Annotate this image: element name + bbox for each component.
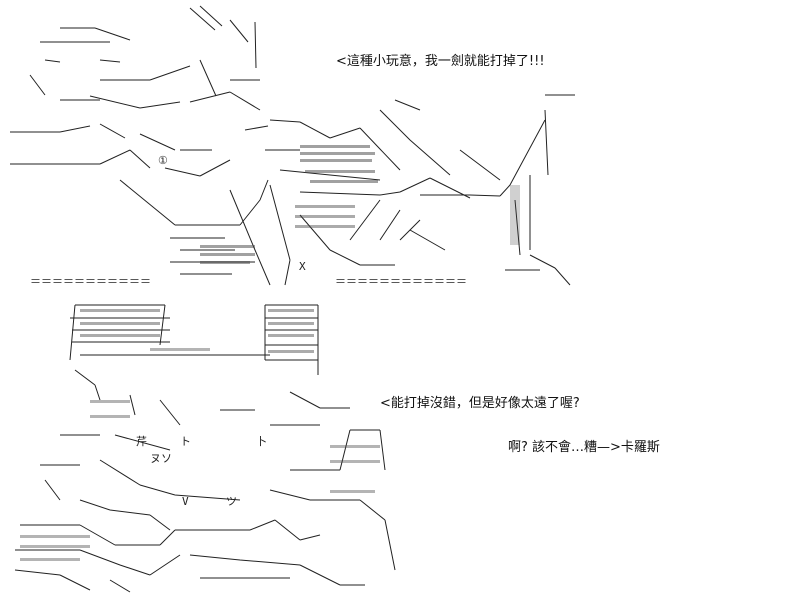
upper-creature (10, 5, 575, 286)
glyph-to: ト (180, 435, 191, 448)
glyph-celery: 芹 (136, 435, 147, 448)
dash-row-right: ＝＝＝＝＝＝＝＝＝＝＝＝ (335, 275, 467, 288)
dialogue-line-3: 啊? 該不會…糟—>卡羅斯 (508, 440, 660, 455)
hatching-regions (200, 145, 520, 264)
lower-character (14, 304, 396, 593)
glyph-nuso: ヌソ (150, 452, 172, 465)
dash-row-left: ＝＝＝＝＝＝＝＝＝＝＝ (30, 275, 151, 288)
glyph-v: V (182, 495, 189, 508)
glyph-circled-one: ① (158, 154, 168, 167)
glyph-bu: 卜 (256, 435, 267, 448)
dialogue-line-2: <能打掉沒錯，但是好像太遠了喔? (380, 396, 580, 411)
glyph-tsu: ツ (226, 495, 237, 508)
glyph-x: X (299, 260, 306, 273)
lower-hatching (20, 309, 380, 561)
dialogue-line-1: <這種小玩意，我一劍就能打掉了!!! (336, 54, 545, 69)
